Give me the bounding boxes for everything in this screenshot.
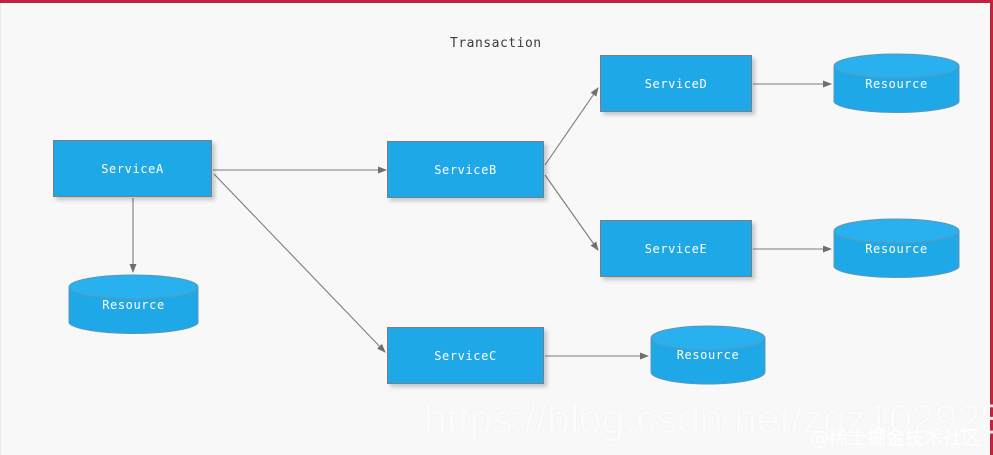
watermark-url: https://blog.csdn.net/zgz102928 (424, 396, 993, 442)
node-label: ServiceB (434, 162, 497, 177)
node-servicea[interactable]: ServiceA (53, 140, 212, 197)
edge-serviceb-to-serviced (544, 87, 599, 166)
edge-servicea-to-servicec (213, 173, 386, 353)
node-serviceb[interactable]: ServiceB (387, 141, 544, 198)
node-resourcee[interactable]: Resource (833, 218, 960, 280)
canvas-left-edge (0, 3, 1, 455)
node-label: ServiceD (644, 76, 708, 91)
cylinder-shape (833, 53, 960, 113)
node-servicec[interactable]: ServiceC (387, 327, 544, 384)
cylinder-shape (650, 325, 766, 385)
edge-serviceb-to-servicee (544, 174, 599, 251)
node-resourcec[interactable]: Resource (650, 325, 766, 385)
diagram-title: Transaction (450, 36, 542, 51)
node-resourced[interactable]: Resource (833, 53, 960, 115)
watermark-brand: @稀土掘金技术社区 (810, 427, 982, 449)
cylinder-shape (68, 274, 199, 335)
node-label: ServiceE (644, 241, 708, 256)
selection-frame-right (990, 0, 993, 455)
selection-frame-top (0, 0, 993, 3)
cylinder-shape (833, 218, 960, 278)
node-servicee[interactable]: ServiceE (600, 220, 752, 277)
node-label: ServiceC (434, 348, 497, 363)
node-resourcea[interactable]: Resource (68, 274, 199, 336)
node-label: ServiceA (101, 161, 164, 176)
node-serviced[interactable]: ServiceD (600, 55, 752, 112)
